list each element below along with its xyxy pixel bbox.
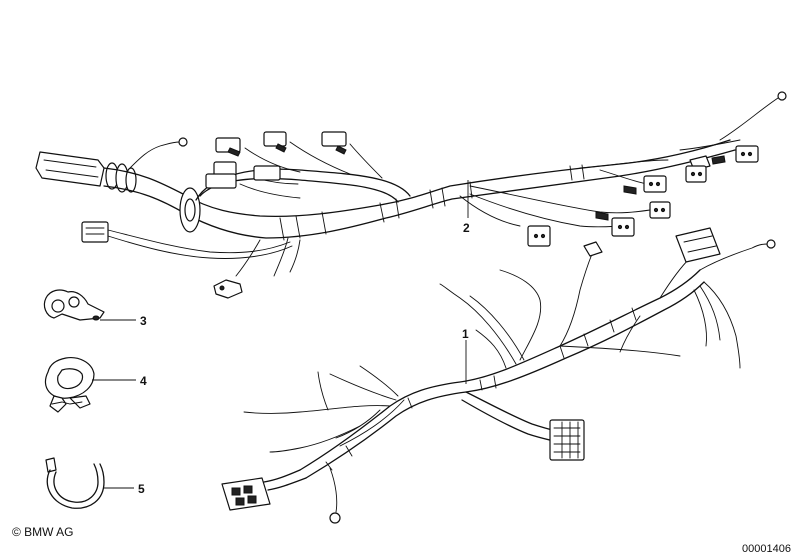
connector-2pin bbox=[205, 173, 237, 189]
callout-label: 5 bbox=[138, 482, 145, 496]
connector-2pin bbox=[611, 217, 635, 237]
callout-leaders bbox=[92, 180, 469, 489]
multi-pin-plug bbox=[35, 151, 105, 187]
wiring-harness-secondary bbox=[221, 227, 776, 524]
connector-2pin bbox=[253, 165, 281, 181]
connector-2pin bbox=[685, 165, 707, 183]
connector-4pin bbox=[675, 227, 721, 263]
connector-2pin bbox=[643, 175, 667, 193]
callout-label: 3 bbox=[140, 314, 147, 328]
sensor-plug bbox=[213, 279, 243, 299]
connector-2pin bbox=[321, 131, 347, 147]
connector-square bbox=[221, 477, 271, 511]
connector-2pin bbox=[215, 137, 241, 153]
connector-2pin bbox=[735, 145, 759, 163]
connector-2pin bbox=[263, 131, 287, 147]
document-number: 00001406 bbox=[742, 543, 791, 555]
connector-4pin bbox=[81, 221, 109, 243]
clamp-part-3 bbox=[43, 289, 105, 321]
copyright-notice: © BMW AG bbox=[12, 525, 74, 539]
callout-label: 2 bbox=[463, 221, 470, 235]
connector-12pin bbox=[549, 419, 585, 461]
callout-label: 4 bbox=[140, 374, 147, 388]
wiring-harness-main bbox=[35, 91, 787, 299]
cable-tie-part-5 bbox=[45, 457, 105, 509]
callout-label: 1 bbox=[462, 327, 469, 341]
clamp-part-4 bbox=[44, 357, 95, 413]
sensor-plug bbox=[583, 241, 603, 257]
connector-2pin bbox=[649, 201, 671, 219]
connector-2pin bbox=[527, 225, 551, 247]
